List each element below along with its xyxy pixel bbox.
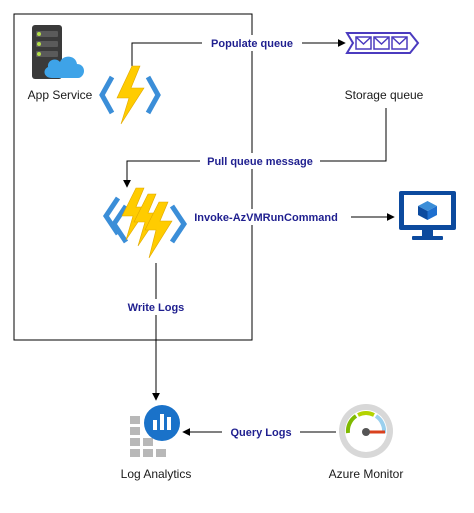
storage-queue-label: Storage queue	[345, 88, 424, 102]
edge-label-populate-queue: Populate queue	[211, 38, 293, 50]
edge-label-invoke-run-command: Invoke-AzVMRunCommand	[194, 212, 338, 224]
edge-invoke-run-command: Invoke-AzVMRunCommand	[180, 209, 395, 225]
edge-label-pull-queue-message: Pull queue message	[207, 156, 313, 168]
app-service-label: App Service	[28, 88, 93, 102]
azure-monitor-gauge-icon	[339, 404, 393, 458]
virtual-machine-monitor-icon	[399, 191, 456, 240]
edge-write-logs: Write Logs	[119, 263, 193, 401]
edge-label-write-logs: Write Logs	[128, 302, 185, 314]
azure-function-icon	[99, 65, 161, 125]
edge-populate-queue: Populate queue	[131, 35, 346, 70]
edge-query-logs: Query Logs	[182, 424, 336, 440]
azure-functions-stack-icon	[102, 187, 188, 259]
edge-label-query-logs: Query Logs	[230, 427, 291, 439]
edge-pull-queue-message: Pull queue message	[123, 108, 387, 188]
azure-monitor-label: Azure Monitor	[329, 467, 404, 481]
log-analytics-label: Log Analytics	[121, 467, 192, 481]
storage-queue-icon	[345, 32, 420, 54]
app-service-server-cloud-icon	[32, 25, 85, 79]
log-analytics-icon	[130, 405, 180, 457]
app-service-boundary	[13, 13, 253, 341]
